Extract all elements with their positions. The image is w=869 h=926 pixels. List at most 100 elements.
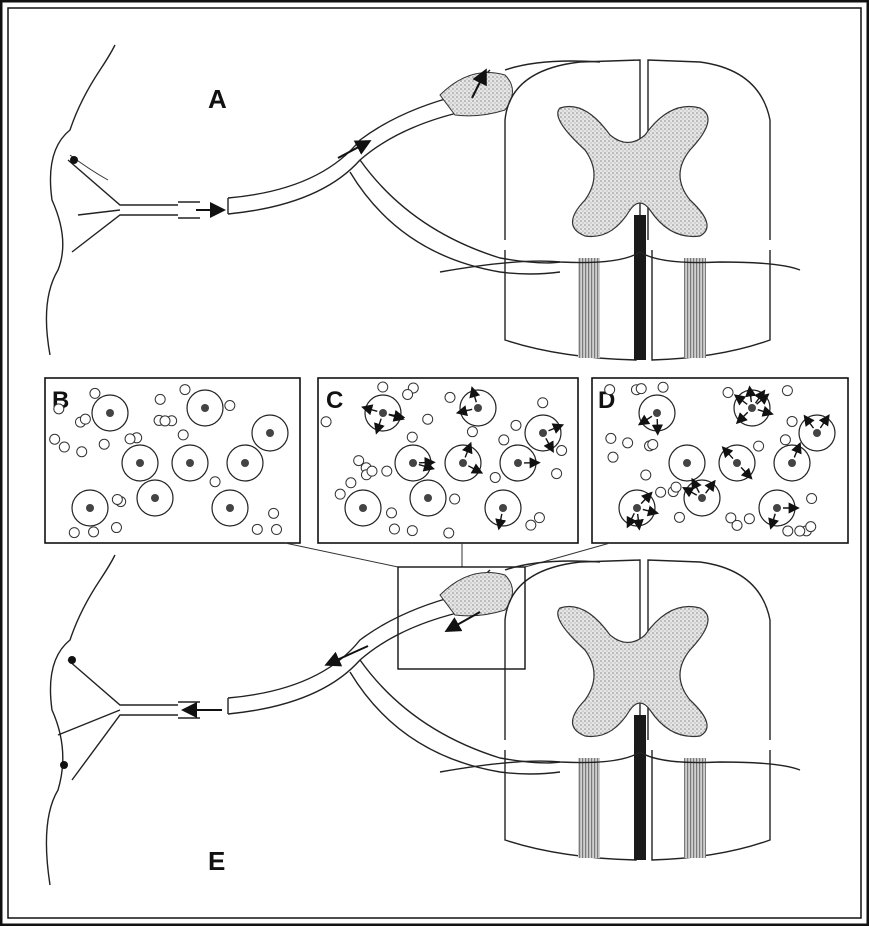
glial-cell-icon <box>636 384 646 394</box>
glial-cell-icon <box>606 433 616 443</box>
glial-cell-icon <box>346 478 356 488</box>
glial-cell-icon <box>252 524 262 534</box>
glial-cell-icon <box>160 416 170 426</box>
glial-cell-icon <box>511 420 521 430</box>
glial-cell-icon <box>557 445 567 455</box>
glial-cell-icon <box>378 382 388 392</box>
glial-cell-icon <box>69 528 79 538</box>
glial-cell-icon <box>387 508 397 518</box>
glial-cell-icon <box>538 398 548 408</box>
panel-c-label: C <box>326 387 343 414</box>
glial-cell-icon <box>367 466 377 476</box>
panel-c: C <box>318 378 578 543</box>
glial-cell-icon <box>54 404 64 414</box>
neuron-nucleus <box>201 404 209 412</box>
neuron-nucleus <box>474 404 482 412</box>
glial-cell-icon <box>89 527 99 537</box>
panel-a-label: A <box>208 84 227 114</box>
glial-cell-icon <box>658 382 668 392</box>
glial-cell-icon <box>403 389 413 399</box>
glial-cell-icon <box>59 442 69 452</box>
glial-cell-icon <box>623 438 633 448</box>
glial-cell-icon <box>125 434 135 444</box>
glial-cell-icon <box>178 430 188 440</box>
glial-cell-icon <box>641 470 651 480</box>
neuron-nucleus <box>788 459 796 467</box>
glial-cell-icon <box>671 482 681 492</box>
neuron-nucleus <box>813 429 821 437</box>
neuron-nucleus <box>136 459 144 467</box>
neuron-nucleus <box>151 494 159 502</box>
glial-cell-icon <box>782 386 792 396</box>
neuron-nucleus <box>683 459 691 467</box>
glial-cell-icon <box>407 432 417 442</box>
glial-cell-icon <box>354 456 364 466</box>
glial-cell-icon <box>155 394 165 404</box>
glial-cell-icon <box>50 434 60 444</box>
glial-cell-icon <box>225 401 235 411</box>
neuron-nucleus <box>733 459 741 467</box>
glial-cell-icon <box>269 508 279 518</box>
glial-cell-icon <box>674 512 684 522</box>
glial-cell-icon <box>180 385 190 395</box>
neuron-nucleus <box>773 504 781 512</box>
glial-cell-icon <box>648 440 658 450</box>
glial-cell-icon <box>335 489 345 499</box>
glial-cell-icon <box>111 523 121 533</box>
neuron-nucleus <box>424 494 432 502</box>
glial-cell-icon <box>780 435 790 445</box>
neuron-nucleus <box>106 409 114 417</box>
glial-cell-icon <box>608 452 618 462</box>
glial-cell-icon <box>382 466 392 476</box>
glial-cell-icon <box>744 514 754 524</box>
glial-cell-icon <box>656 487 666 497</box>
glial-cell-icon <box>321 417 331 427</box>
glial-cell-icon <box>754 441 764 451</box>
glial-cell-icon <box>99 439 109 449</box>
panel-b: B <box>45 378 300 543</box>
neuron-nucleus <box>633 504 641 512</box>
glial-cell-icon <box>450 494 460 504</box>
glial-cell-icon <box>526 520 536 530</box>
glial-cell-icon <box>795 526 805 536</box>
neuron-nucleus <box>698 494 706 502</box>
neuron-nucleus <box>653 409 661 417</box>
glial-cell-icon <box>467 427 477 437</box>
glial-cell-icon <box>444 528 454 538</box>
neuron-nucleus <box>359 504 367 512</box>
neuron-nucleus <box>409 459 417 467</box>
neuron-nucleus <box>266 429 274 437</box>
neuron-nucleus <box>226 504 234 512</box>
glial-cell-icon <box>787 416 797 426</box>
glial-cell-icon <box>807 494 817 504</box>
glial-cell-icon <box>552 469 562 479</box>
panel-e-label: E <box>208 846 225 876</box>
glial-cell-icon <box>534 513 544 523</box>
glial-cell-icon <box>407 526 417 536</box>
glial-cell-icon <box>605 385 615 395</box>
glial-cell-icon <box>210 477 220 487</box>
glial-cell-icon <box>389 524 399 534</box>
glial-cell-icon <box>499 435 509 445</box>
neuron-nucleus <box>459 459 467 467</box>
neuron-nucleus <box>514 459 522 467</box>
glial-cell-icon <box>445 392 455 402</box>
neuron-nucleus <box>186 459 194 467</box>
neuron-nucleus <box>241 459 249 467</box>
glial-cell-icon <box>490 472 500 482</box>
glial-cell-icon <box>80 414 90 424</box>
neuron-nucleus <box>748 404 756 412</box>
glial-cell-icon <box>423 414 433 424</box>
glial-cell-icon <box>806 522 816 532</box>
glial-cell-icon <box>732 520 742 530</box>
neuron-nucleus <box>539 429 547 437</box>
glial-cell-icon <box>112 494 122 504</box>
neuron-nucleus <box>499 504 507 512</box>
glial-cell-icon <box>723 388 733 398</box>
glial-cell-icon <box>77 447 87 457</box>
glial-cell-icon <box>90 388 100 398</box>
glial-cell-icon <box>783 526 793 536</box>
neuron-nucleus <box>379 409 387 417</box>
panel-d: D <box>592 378 848 543</box>
